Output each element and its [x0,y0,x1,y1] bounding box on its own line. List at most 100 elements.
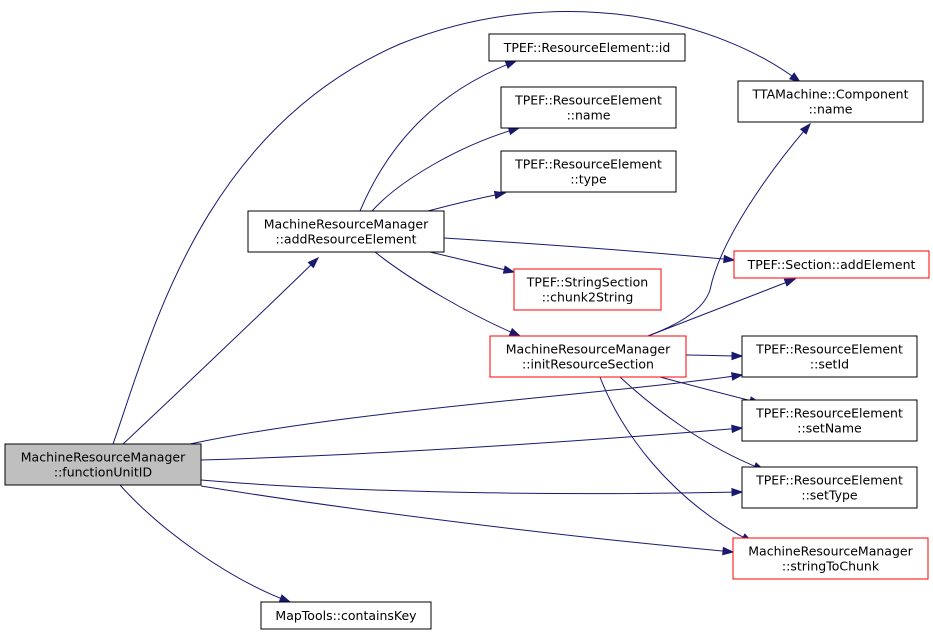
node-label: ::initResourceSection [522,357,654,372]
node-label: ::stringToChunk [782,559,880,574]
edge-line [371,127,520,212]
edge-addResourceElement-to-chunk2String [429,251,516,274]
edge-line [119,484,291,603]
node-containsKey[interactable]: MapTools::containsKey [260,601,432,630]
node-label: ::name [567,108,611,123]
edge-line [647,123,811,337]
arrowhead-icon [789,72,802,83]
node-addElement[interactable]: TPEF::Section::addElement [733,250,930,279]
edge-line [189,374,743,445]
edge-functionUnitID-to-comp_name [112,11,802,445]
edge-line [443,237,735,261]
node-chunk2String[interactable]: TPEF::StringSection::chunk2String [513,268,662,311]
edge-line [659,376,761,404]
edge-initResourceSection-to-addElement [647,278,797,337]
node-label: TPEF::Section::addElement [747,257,916,272]
arrowhead-icon [723,254,736,264]
node-box [741,399,918,442]
node-box [489,335,687,378]
edge-line [112,11,801,445]
edges-layer [112,11,811,603]
node-box [737,80,924,123]
node-label: MachineResourceManager [21,450,186,465]
node-stringToChunk[interactable]: MachineResourceManager::stringToChunk [732,537,929,580]
node-label: TPEF::ResourceElement [755,342,903,357]
edge-line [427,192,506,212]
node-box [260,601,432,630]
node-label: MachineResourceManager [748,544,913,559]
arrowhead-icon [504,60,518,69]
node-label: ::setType [801,488,858,503]
node-box [732,537,929,580]
edge-line [374,251,521,337]
edge-addResourceElement-to-initResourceSection [374,251,522,337]
node-label: MachineResourceManager [264,217,429,232]
node-box [247,210,445,253]
node-addResourceElement[interactable]: MachineResourceManager::addResourceEleme… [247,210,445,253]
arrowhead-icon [783,278,797,287]
edge-initResourceSection-to-stringToChunk [599,376,754,543]
node-box [741,335,918,378]
arrowhead-icon [493,190,507,200]
node-label: ::setName [797,421,862,436]
node-box [500,150,677,193]
edge-line [200,479,743,495]
node-box [488,33,686,62]
node-label: TTAMachine::Component [752,87,909,102]
node-label: ::type [570,172,607,187]
node-functionUnitID[interactable]: MachineResourceManager::functionUnitID [4,443,202,486]
arrowhead-icon [722,546,735,556]
node-label: ::addResourceElement [275,232,416,247]
edge-line [647,278,796,337]
nodes-layer: MachineResourceManager::functionUnitIDMa… [4,33,930,630]
arrowhead-icon [731,424,744,434]
arrowhead-icon [731,372,744,381]
edge-line [429,251,515,273]
edge-initResourceSection-to-setId [685,351,744,361]
node-box [4,443,202,486]
edge-functionUnitID-to-addResourceElement [122,256,320,445]
node-label: ::chunk2String [542,290,634,305]
edge-functionUnitID-to-setType [200,479,744,497]
edge-line [599,376,753,543]
node-re-id[interactable]: TPEF::ResourceElement::id [488,33,686,62]
node-setType[interactable]: TPEF::ResourceElement::setType [741,466,918,509]
edge-line [200,485,734,553]
edge-addResourceElement-to-addElement [443,237,736,264]
node-label: TPEF::ResourceElement [755,406,903,421]
arrowhead-icon [278,594,292,603]
node-label: MachineResourceManager [506,342,671,357]
edge-functionUnitID-to-stringToChunk [200,485,735,556]
node-setId[interactable]: TPEF::ResourceElement::setId [741,335,918,378]
arrowhead-icon [799,122,811,135]
edge-functionUnitID-to-setName [200,424,744,461]
node-label: TPEF::StringSection [526,275,648,290]
node-re-type[interactable]: TPEF::ResourceElement::type [500,150,677,193]
node-setName[interactable]: TPEF::ResourceElement::setName [741,399,918,442]
node-label: ::name [809,102,853,117]
node-label: ::functionUnitID [54,465,152,480]
edge-line [200,427,743,461]
edge-line [122,257,319,445]
edge-functionUnitID-to-containsKey [119,484,292,603]
node-box [500,86,677,129]
arrowhead-icon [731,487,744,497]
node-box [741,466,918,509]
node-re-name[interactable]: TPEF::ResourceElement::name [500,86,677,129]
edge-addResourceElement-to-re_id [359,60,518,212]
node-label: TPEF::ResourceElement [755,473,903,488]
arrowhead-icon [307,256,320,269]
node-label: MapTools::containsKey [275,608,417,623]
node-label: TPEF::ResourceElement [514,93,662,108]
edge-functionUnitID-to-setId [189,372,744,445]
node-comp-name[interactable]: TTAMachine::Component::name [737,80,924,123]
node-initResourceSection[interactable]: MachineResourceManager::initResourceSect… [489,335,687,378]
node-box [733,250,930,279]
node-label: TPEF::ResourceElement [514,157,662,172]
arrowhead-icon [731,351,744,361]
arrowhead-icon [508,327,522,337]
node-label: ::setId [810,357,849,372]
node-box [513,268,662,311]
edge-line [359,60,517,212]
